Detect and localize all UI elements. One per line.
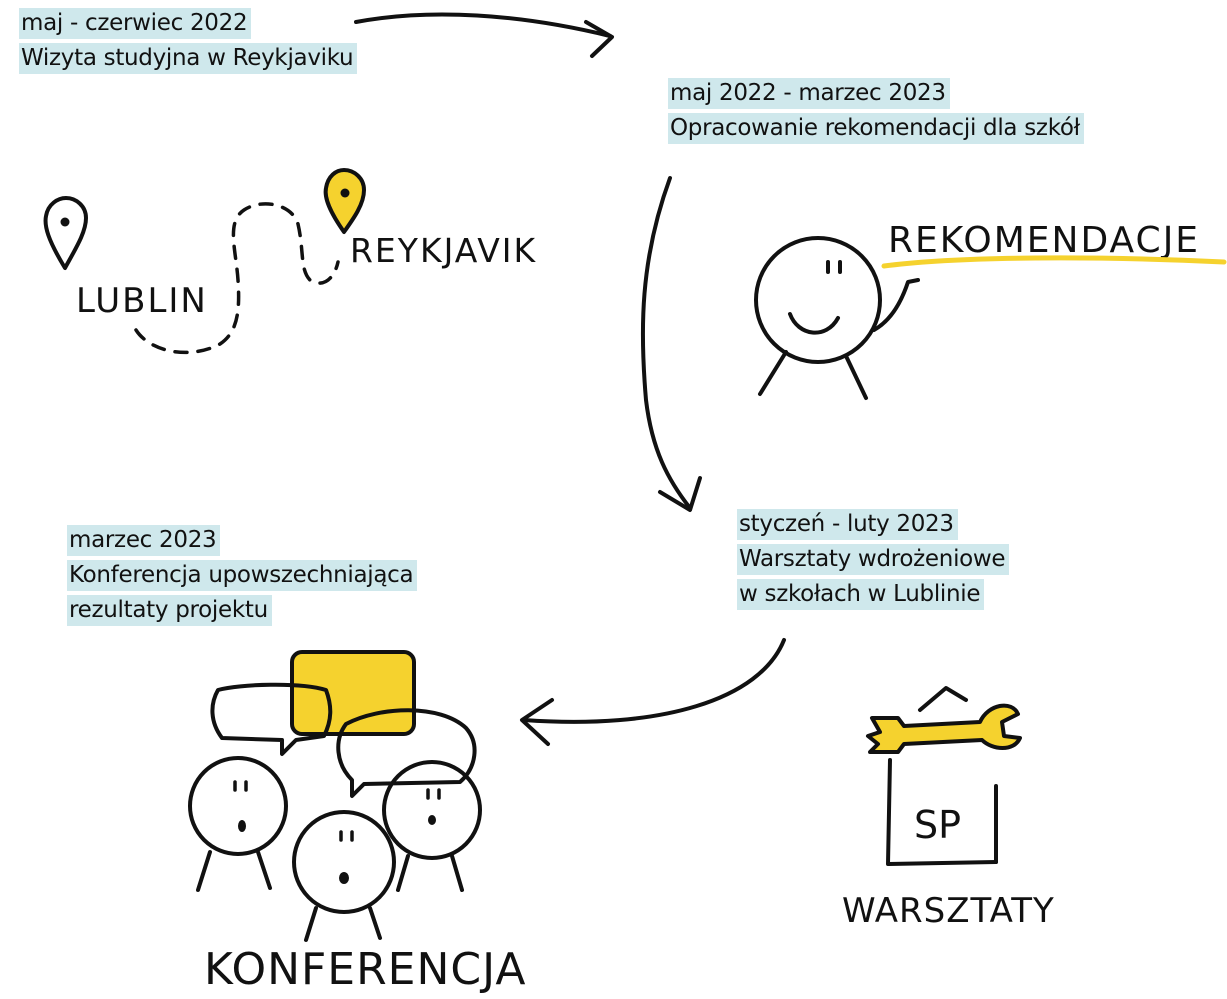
- step-3-title-line-1: Warsztaty wdrożeniowe: [737, 544, 1010, 575]
- workshops-label: WARSZTATY: [842, 891, 1055, 931]
- wrench-icon: [866, 703, 1022, 754]
- step-4-title-line-1: Konferencja upowszechniająca: [67, 560, 418, 591]
- route-path: [134, 202, 340, 355]
- conference-illustration: KONFERENCJA: [188, 650, 526, 995]
- step-1-title: Wizyta studyjna w Reykjaviku: [19, 43, 358, 74]
- workshops-illustration: SP WARSZTATY: [842, 686, 1055, 931]
- map-from-label: LUBLIN: [76, 281, 208, 321]
- person-head: [754, 236, 882, 364]
- arrow-left-icon: [520, 638, 786, 746]
- step-3-title-line-2: w szkołach w Lublinie: [737, 579, 985, 610]
- location-pin-icon: [43, 196, 88, 270]
- map-illustration: LUBLIN REYKJAVIK: [43, 168, 537, 355]
- arrow-right-icon: [354, 12, 614, 58]
- conference-label: KONFERENCJA: [204, 944, 526, 995]
- step-2-title: Opracowanie rekomendacji dla szkół: [668, 113, 1084, 144]
- person-face: [382, 760, 482, 892]
- step-2-date: maj 2022 - marzec 2023: [668, 78, 950, 109]
- step-4-caption: marzec 2023 Konferencja upowszechniająca…: [67, 525, 418, 630]
- speech-bubble-icon: [336, 708, 477, 798]
- step-2-caption: maj 2022 - marzec 2023 Opracowanie rekom…: [668, 78, 1084, 148]
- step-4-title-line-2: rezultaty projektu: [67, 595, 272, 626]
- person-face: [188, 756, 288, 892]
- recommendations-illustration: REKOMENDACJE: [754, 220, 1227, 400]
- person-face: [292, 810, 396, 942]
- arrow-down-icon: [640, 176, 702, 512]
- location-pin-yellow-icon: [323, 168, 366, 234]
- step-4-date: marzec 2023: [67, 525, 221, 556]
- speech-bubble-icon: [210, 682, 333, 756]
- step-1-date: maj - czerwiec 2022: [19, 8, 252, 39]
- step-3-date: styczeń - luty 2023: [737, 509, 958, 540]
- step-1-caption: maj - czerwiec 2022 Wizyta studyjna w Re…: [19, 8, 358, 78]
- map-to-label: REYKJAVIK: [350, 231, 537, 270]
- recommendations-label: REKOMENDACJE: [888, 220, 1200, 261]
- yellow-underline: [881, 255, 1227, 269]
- step-3-caption: styczeń - luty 2023 Warsztaty wdrożeniow…: [737, 509, 1010, 614]
- smile-icon: [788, 312, 840, 335]
- school-sign-label: SP: [914, 803, 961, 847]
